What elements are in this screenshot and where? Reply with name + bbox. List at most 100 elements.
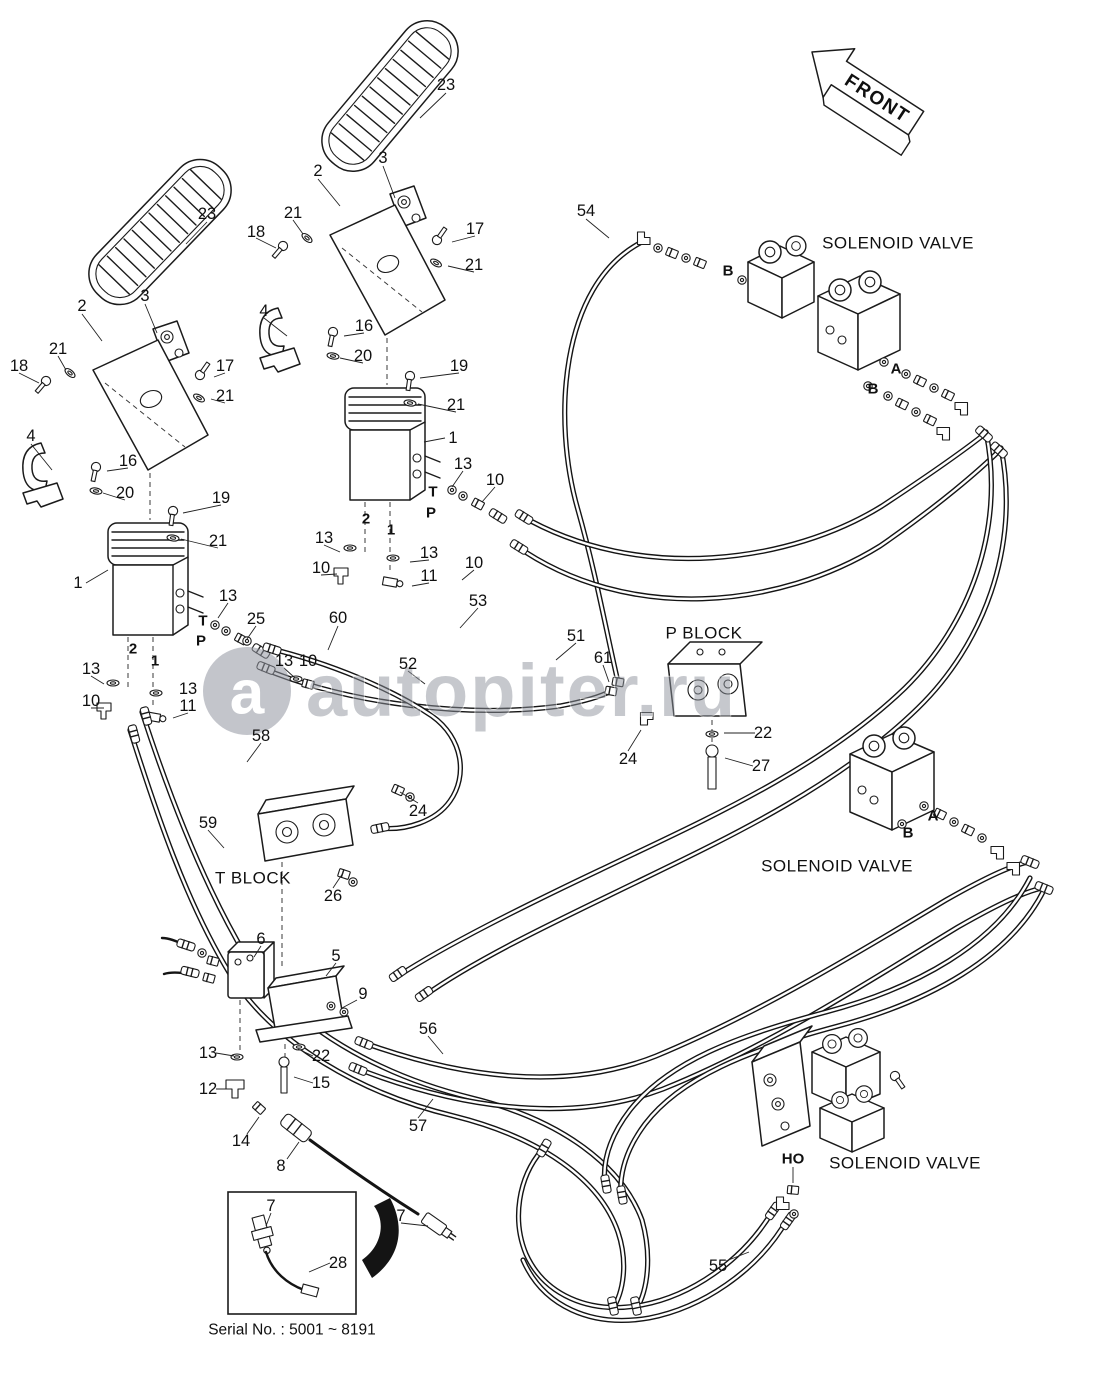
part-label-23: 23 <box>437 76 455 94</box>
t-block-assembly <box>257 785 358 970</box>
part-label-19: 19 <box>450 357 468 375</box>
part-label-7: 7 <box>266 1197 275 1215</box>
port-label-a: A <box>891 361 902 378</box>
part-label-13: 13 <box>199 1044 217 1062</box>
port-label-2: 2 <box>129 641 137 658</box>
part-label-9: 9 <box>358 985 367 1003</box>
section-label-solenoid-valve: SOLENOID VALVE <box>761 857 913 876</box>
part-label-21: 21 <box>447 396 465 414</box>
part-label-3: 3 <box>378 149 387 167</box>
watermark-logo-letter: a <box>230 659 265 728</box>
part-label-21: 21 <box>216 387 234 405</box>
port-label-p: P <box>196 633 206 650</box>
port-label-2: 2 <box>362 511 370 528</box>
part-label-51: 51 <box>567 627 585 645</box>
part-label-13: 13 <box>315 529 333 547</box>
pedal-pad-left <box>76 147 244 317</box>
part-label-19: 19 <box>212 489 230 507</box>
section-label-solenoid-valve: SOLENOID VALVE <box>829 1154 981 1173</box>
part-label-13: 13 <box>454 455 472 473</box>
part-label-24: 24 <box>619 750 637 768</box>
part-label-12: 12 <box>199 1080 217 1098</box>
part-label-7: 7 <box>396 1207 405 1225</box>
part-label-1: 1 <box>73 574 82 592</box>
part-labels: 2323182117214162019211131013101310112323… <box>10 76 772 1275</box>
part-label-18: 18 <box>247 223 265 241</box>
part-label-57: 57 <box>409 1117 427 1135</box>
part-label-25: 25 <box>247 610 265 628</box>
rotation-arrow <box>362 1198 399 1278</box>
pedal-pad-right <box>309 8 471 184</box>
part-label-8: 8 <box>276 1157 285 1175</box>
part-label-54: 54 <box>577 202 595 220</box>
part-label-10: 10 <box>486 471 504 489</box>
watermark: a autopiter.ru <box>203 647 737 735</box>
part-label-5: 5 <box>331 947 340 965</box>
port-label-1: 1 <box>151 653 159 670</box>
part-label-61: 61 <box>594 649 612 667</box>
part-label-24: 24 <box>409 802 427 820</box>
part-label-60: 60 <box>329 609 347 627</box>
part-label-1: 1 <box>448 429 457 447</box>
part-label-22: 22 <box>754 724 772 742</box>
part-label-10: 10 <box>312 559 330 577</box>
part-label-55: 55 <box>709 1257 727 1275</box>
port-label-1: 1 <box>387 522 395 539</box>
part-label-15: 15 <box>312 1074 330 1092</box>
part-label-3: 3 <box>140 287 149 305</box>
part-label-10: 10 <box>299 652 317 670</box>
part-label-11: 11 <box>179 697 196 715</box>
part-label-21: 21 <box>465 256 483 274</box>
part-label-14: 14 <box>232 1132 250 1150</box>
part-label-2: 2 <box>313 162 322 180</box>
part-label-52: 52 <box>399 655 417 673</box>
shuttle-valve-and-bracket-assembly <box>160 936 457 1241</box>
port-label-b: B <box>723 263 734 280</box>
part-label-20: 20 <box>116 484 134 502</box>
part-label-16: 16 <box>355 317 373 335</box>
part-label-2: 2 <box>77 297 86 315</box>
section-label-solenoid-valve: SOLENOID VALVE <box>822 234 974 253</box>
part-label-10: 10 <box>465 554 483 572</box>
part-label-21: 21 <box>284 204 302 222</box>
part-label-53: 53 <box>469 592 487 610</box>
port-label-t: T <box>198 613 207 630</box>
part-label-13: 13 <box>219 587 237 605</box>
part-label-13: 13 <box>275 652 293 670</box>
part-label-4: 4 <box>259 302 268 320</box>
port-label-t: T <box>428 484 437 501</box>
part-label-6: 6 <box>256 930 265 948</box>
port-label-ho: HO <box>782 1151 805 1168</box>
part-label-4: 4 <box>26 427 35 445</box>
part-label-10: 10 <box>82 692 100 710</box>
serial-note: Serial No. : 5001 ~ 8191 <box>208 1322 376 1339</box>
part-label-58: 58 <box>252 727 270 745</box>
part-label-27: 27 <box>752 757 770 775</box>
part-label-17: 17 <box>466 220 484 238</box>
part-label-21: 21 <box>49 340 67 358</box>
port-label-p: P <box>426 505 436 522</box>
part-label-26: 26 <box>324 887 342 905</box>
part-label-16: 16 <box>119 452 137 470</box>
section-label-t-block: T BLOCK <box>215 869 291 888</box>
watermark-text: autopiter.ru <box>306 649 737 732</box>
part-label-13: 13 <box>420 544 438 562</box>
watermark-logo <box>203 647 291 735</box>
part-label-59: 59 <box>199 814 217 832</box>
part-label-13: 13 <box>82 660 100 678</box>
leader-lines <box>18 92 794 1273</box>
part-label-17: 17 <box>216 357 234 375</box>
port-label-a: A <box>928 808 939 825</box>
section-labels: SOLENOID VALVE SOLENOID VALVE SOLENOID VAL… <box>215 234 981 1173</box>
part-label-11: 11 <box>420 567 437 585</box>
part-label-21: 21 <box>209 532 227 550</box>
part-label-28: 28 <box>329 1254 347 1272</box>
port-label-b: B <box>903 825 914 842</box>
part-label-56: 56 <box>419 1020 437 1038</box>
part-label-13: 13 <box>179 680 197 698</box>
p-block-assembly <box>639 641 763 790</box>
solenoid-valve-bottom-assembly <box>751 1025 908 1219</box>
